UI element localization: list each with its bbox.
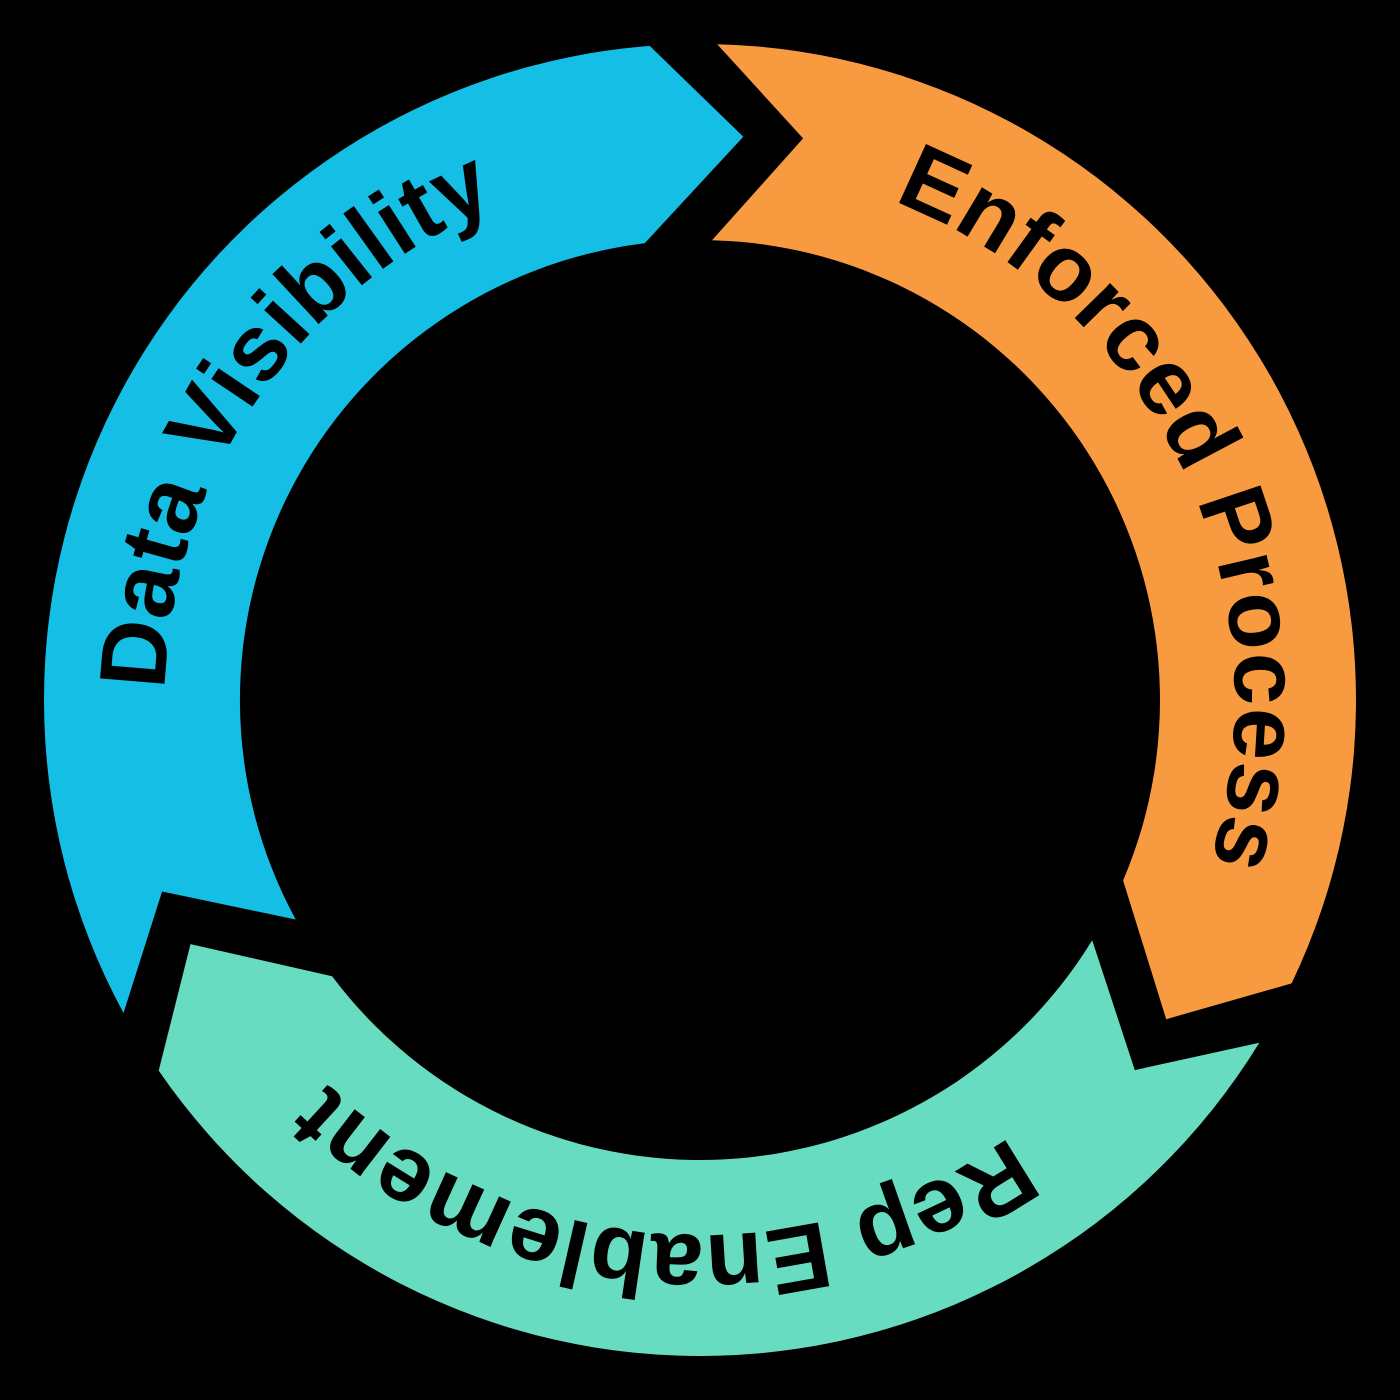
segment-data-visibility: Data Visibility: [43, 45, 744, 1013]
segment-enforced-process: Enforced Process: [712, 44, 1356, 1020]
segment-label-enforced-process: Enforced Process: [885, 123, 1320, 884]
arrow-arc-rep-enablement: [158, 940, 1260, 1357]
segment-rep-enablement: Rep Enablement: [158, 940, 1260, 1357]
arrow-arc-data-visibility: [43, 45, 744, 1013]
arrow-arc-enforced-process: [712, 44, 1356, 1020]
